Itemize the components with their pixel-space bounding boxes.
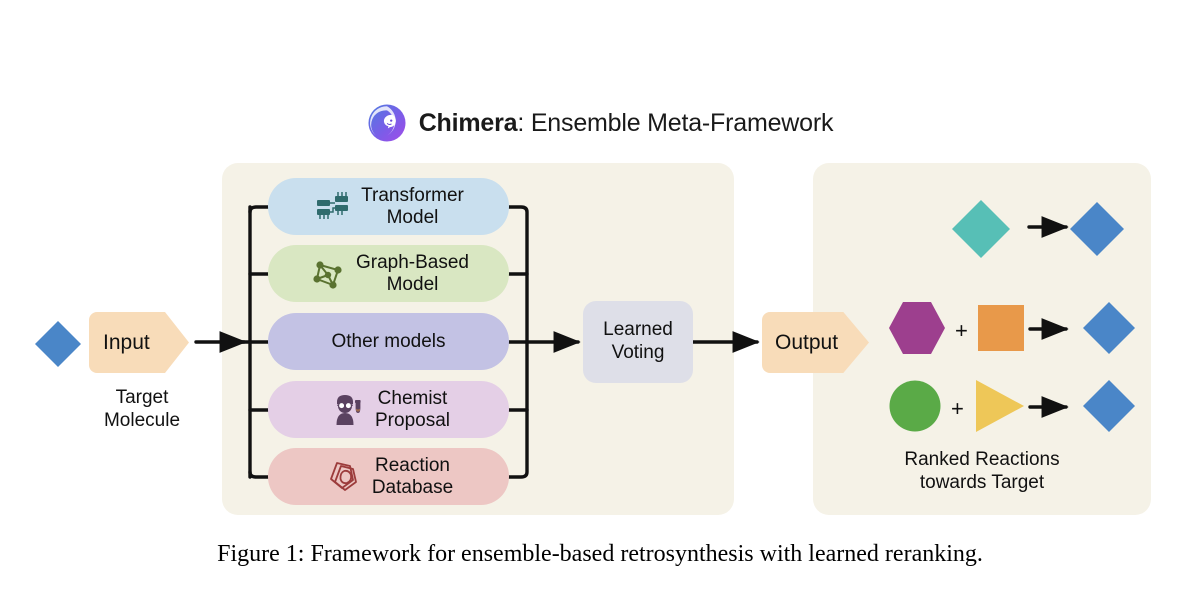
green-circle-icon (888, 379, 942, 438)
plus-symbol: + (951, 395, 964, 421)
model-pill-label: Reaction Database (371, 455, 454, 498)
learned-voting-line1: Learned (603, 319, 673, 341)
model-pill-label: Chemist Proposal (375, 388, 450, 431)
ranked-reaction-row: + (888, 300, 1137, 361)
model-pill-label: Graph-Based Model (355, 252, 469, 295)
output-flag[interactable]: Output (762, 312, 869, 373)
learned-voting-box[interactable]: Learned Voting (583, 301, 693, 383)
chimera-lion-logo-icon (367, 103, 407, 143)
ranked-reaction-row: + (888, 378, 1137, 439)
model-pill-chemist-proposal[interactable]: Chemist Proposal (268, 381, 509, 438)
target-molecule-label: Target Molecule (103, 387, 181, 432)
blue-diamond-icon (1081, 378, 1137, 439)
molecule-rings-icon (324, 457, 364, 497)
blue-diamond-icon (1068, 200, 1126, 263)
reaction-arrow-icon (1012, 220, 1068, 244)
output-flag-label: Output (775, 330, 839, 354)
model-pill-label: Transformer Model (361, 185, 464, 228)
input-flag-label: Input (103, 330, 150, 354)
model-pill-label: Other models (331, 330, 446, 352)
brand-name: Chimera (418, 108, 518, 137)
reaction-arrow-icon (1025, 397, 1081, 421)
input-flag[interactable]: Input (89, 312, 189, 373)
title-text: Chimera: Ensemble Meta-Framework (419, 109, 834, 138)
ranked-reactions-label: Ranked Reactions towards Target (904, 449, 1060, 494)
model-pill-transformer[interactable]: Transformer Model (268, 178, 509, 235)
yellow-triangle-icon (973, 378, 1025, 439)
model-pill-reaction-database[interactable]: Reaction Database (268, 448, 509, 505)
purple-hexagon-icon (888, 300, 946, 361)
blue-diamond-icon (1081, 300, 1137, 361)
framework-title: Chimera: Ensemble Meta-Framework (0, 103, 1200, 143)
figure-caption: Figure 1: Framework for ensemble-based r… (217, 541, 983, 567)
learned-voting-line2: Voting (611, 342, 665, 363)
reaction-arrow-icon (1025, 319, 1081, 343)
chemist-person-icon (327, 390, 367, 430)
model-pill-other-models[interactable]: Other models (268, 313, 509, 370)
circuit-chip-icon (313, 187, 353, 227)
ranked-reaction-row (950, 198, 1126, 265)
title-suffix: : Ensemble Meta-Framework (517, 108, 834, 137)
orange-square-icon (977, 304, 1025, 357)
blue-diamond-icon (34, 320, 82, 373)
teal-diamond-icon (950, 198, 1012, 265)
node-graph-icon (308, 254, 348, 294)
model-pill-graph-based[interactable]: Graph-Based Model (268, 245, 509, 302)
plus-symbol: + (955, 317, 968, 343)
